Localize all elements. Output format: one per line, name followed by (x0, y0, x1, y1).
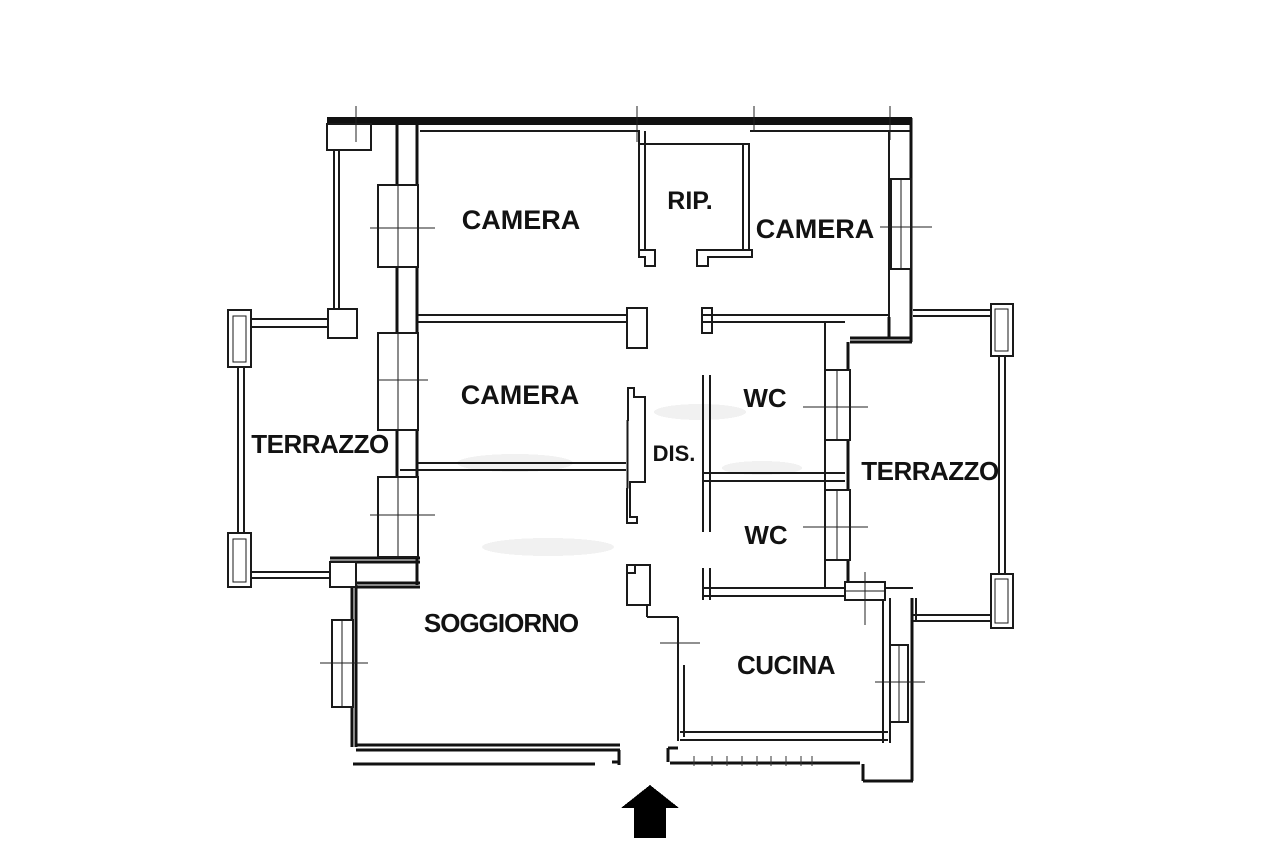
room-label-camera-top-right: CAMERA (756, 214, 875, 244)
room-labels: CAMERA RIP. CAMERA CAMERA WC DIS. TERRAZ… (251, 187, 999, 680)
threshold-hatch-marks (693, 756, 813, 766)
room-label-soggiorno: SOGGIORNO (424, 608, 579, 638)
room-label-camera-top-left: CAMERA (462, 205, 581, 235)
window-icon (803, 369, 868, 441)
walls-interior (400, 129, 913, 743)
room-label-terrazzo-left: TERRAZZO (251, 429, 389, 459)
room-label-terrazzo-right: TERRAZZO (861, 456, 999, 486)
window-icon (880, 178, 932, 270)
room-label-camera-middle: CAMERA (461, 380, 580, 410)
window-icon (803, 489, 868, 561)
wall-exterior-top (327, 117, 912, 125)
window-icon (377, 332, 428, 431)
window-icon (370, 184, 435, 268)
terrace-right-railing (913, 303, 1014, 629)
room-label-ripostiglio: RIP. (667, 187, 712, 215)
terrace-left-railing (227, 123, 372, 588)
spine-wall-pillars (625, 307, 651, 606)
room-label-wc-top: WC (743, 383, 787, 413)
section-ticks (355, 106, 891, 644)
entrance-arrow-icon (621, 785, 679, 838)
window-icon (370, 476, 435, 558)
window-icon (875, 644, 925, 723)
door-jambs (638, 249, 753, 334)
room-label-cucina: CUCINA (737, 650, 836, 680)
window-icon (844, 572, 886, 625)
room-label-wc-bottom: WC (744, 520, 788, 550)
room-label-disimpegno: DIS. (653, 441, 696, 466)
window-icon (320, 619, 368, 708)
